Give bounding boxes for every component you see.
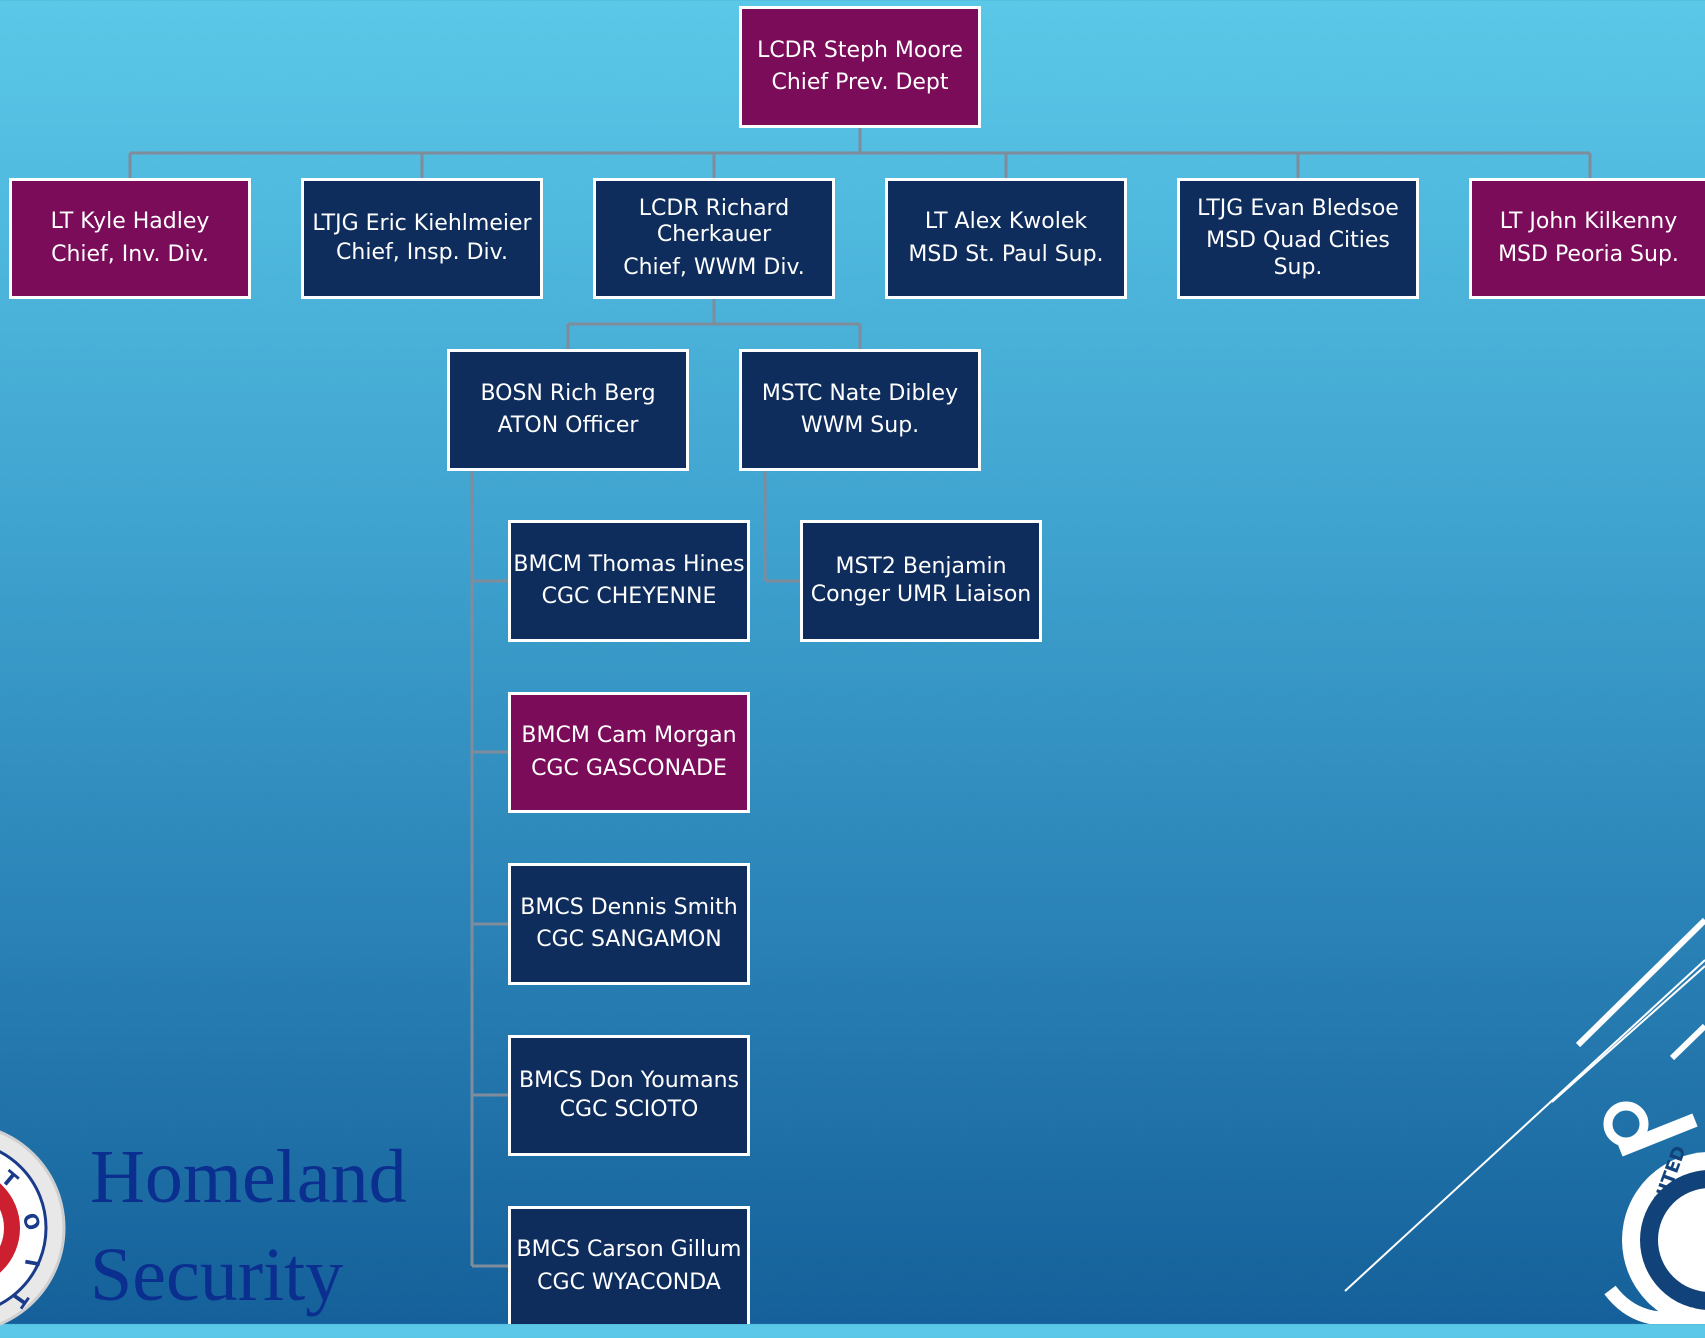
node-msd-st-paul: LT Alex Kwolek MSD St. Paul Sup. (885, 178, 1127, 299)
node-name: LT John Kilkenny (1499, 209, 1678, 235)
dhs-seal-icon: T O I T (0, 1130, 66, 1326)
decorative-diagonal-lines (1344, 917, 1705, 1292)
node-title: MSD Peoria Sup. (1498, 241, 1679, 267)
node-wwm-sup: MSTC Nate Dibley WWM Sup. (739, 349, 981, 471)
node-name: BMCS Don Youmans (519, 1068, 739, 1094)
node-wwm-div: LCDR Richard Cherkauer Chief, WWM Div. (593, 178, 835, 299)
node-title: CGC CHEYENNE (541, 584, 717, 609)
node-cgc-wyaconda: BMCS Carson Gillum CGC WYACONDA (508, 1206, 750, 1324)
node-title: Chief, Insp. Div. (336, 239, 508, 265)
node-title: Chief, WWM Div. (623, 254, 805, 280)
node-title: MSD Quad Cities Sup. (1206, 228, 1390, 280)
node-aton-officer: BOSN Rich Berg ATON Officer (447, 349, 689, 471)
node-msd-peoria: LT John Kilkenny MSD Peoria Sup. (1469, 178, 1705, 299)
node-name: BMCS Carson Gillum (516, 1237, 742, 1263)
node-umr-liaison: MST2 Benjamin Conger UMR Liaison (800, 520, 1042, 642)
node-name: BOSN Rich Berg (480, 380, 656, 406)
node-name: LT Kyle Hadley (50, 209, 210, 235)
node-name: BMCS Dennis Smith (520, 894, 738, 920)
node-title: CGC GASCONADE (531, 755, 727, 781)
node-title: CGC SANGAMON (536, 927, 722, 952)
node-name: LCDR Steph Moore (757, 37, 963, 63)
node-title: Conger UMR Liaison (810, 582, 1032, 607)
node-title: Chief, Inv. Div. (51, 241, 209, 267)
homeland-security-wordmark: Homeland Security (90, 1128, 407, 1324)
node-inv-div: LT Kyle Hadley Chief, Inv. Div. (9, 178, 251, 299)
node-title: WWM Sup. (800, 413, 920, 438)
homeland-text: Homeland (90, 1135, 407, 1219)
node-name: MSTC Nate Dibley (761, 380, 959, 406)
uscg-emblem-icon: UNITED (1603, 1101, 1705, 1324)
node-title: CGC SCIOTO (559, 1096, 699, 1122)
node-cgc-scioto: BMCS Don Youmans CGC SCIOTO (508, 1035, 750, 1156)
node-cgc-sangamon: BMCS Dennis Smith CGC SANGAMON (508, 863, 750, 985)
node-msd-quad-cities: LTJG Evan Bledsoe MSD Quad Cities Sup. (1177, 178, 1419, 299)
node-name: LTJG Eric Kiehlmeier (312, 211, 532, 237)
node-name: BMCM Cam Morgan (521, 723, 737, 749)
node-name: LTJG Evan Bledsoe (1197, 195, 1399, 221)
node-cgc-cheyenne: BMCM Thomas Hines CGC CHEYENNE (508, 520, 750, 642)
node-name: BMCM Thomas Hines (513, 551, 745, 577)
node-name: LT Alex Kwolek (924, 209, 1088, 235)
node-name: LCDR Richard Cherkauer (638, 195, 790, 248)
node-title: ATON Officer (497, 413, 639, 438)
node-chief-prev-dept: LCDR Steph Moore Chief Prev. Dept (739, 6, 981, 128)
node-insp-div: LTJG Eric Kiehlmeier Chief, Insp. Div. (301, 178, 543, 299)
svg-text:I: I (20, 1257, 45, 1269)
node-title: Chief Prev. Dept (771, 70, 949, 95)
node-title: CGC WYACONDA (537, 1269, 721, 1295)
node-cgc-gasconade: BMCM Cam Morgan CGC GASCONADE (508, 692, 750, 813)
node-name: MST2 Benjamin (835, 553, 1007, 579)
node-title: MSD St. Paul Sup. (908, 241, 1104, 267)
security-text: Security (90, 1233, 344, 1317)
